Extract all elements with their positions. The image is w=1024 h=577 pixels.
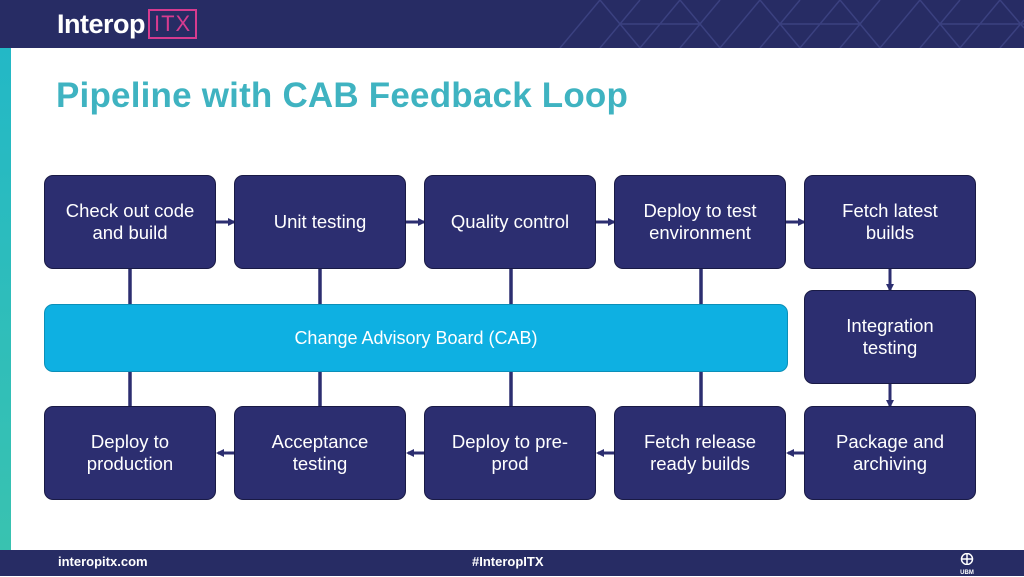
- node-deploy-to-test-environment: Deploy to test environment: [614, 175, 786, 269]
- left-accent-stripe: [0, 48, 11, 550]
- brand-suffix: ITX: [148, 9, 198, 39]
- cab-bar: Change Advisory Board (CAB): [44, 304, 788, 372]
- node-fetch-release-ready-builds: Fetch release ready builds: [614, 406, 786, 500]
- ubm-logo-icon: [960, 552, 974, 566]
- brand-logo: Interop ITX: [57, 6, 198, 42]
- footer-band: interopitx.com #InteropITX UBM: [0, 550, 1024, 576]
- footer-hashtag: #InteropITX: [472, 554, 544, 569]
- node-acceptance-testing: Acceptance testing: [234, 406, 406, 500]
- node-package-and-archiving: Package and archiving: [804, 406, 976, 500]
- ubm-logo: UBM: [955, 552, 979, 576]
- node-fetch-latest-builds: Fetch latest builds: [804, 175, 976, 269]
- header-pattern: [559, 0, 1024, 48]
- node-unit-testing: Unit testing: [234, 175, 406, 269]
- ubm-logo-label: UBM: [960, 570, 974, 576]
- node-deploy-to-production: Deploy to production: [44, 406, 216, 500]
- node-integration-testing: Integration testing: [804, 290, 976, 384]
- node-check-out-code-and-build: Check out code and build: [44, 175, 216, 269]
- brand-name: Interop: [57, 8, 146, 39]
- node-deploy-to-pre-prod: Deploy to pre-prod: [424, 406, 596, 500]
- slide-title: Pipeline with CAB Feedback Loop: [56, 76, 629, 115]
- footer-url: interopitx.com: [58, 554, 148, 569]
- node-quality-control: Quality control: [424, 175, 596, 269]
- header-band: Interop ITX: [0, 0, 1024, 48]
